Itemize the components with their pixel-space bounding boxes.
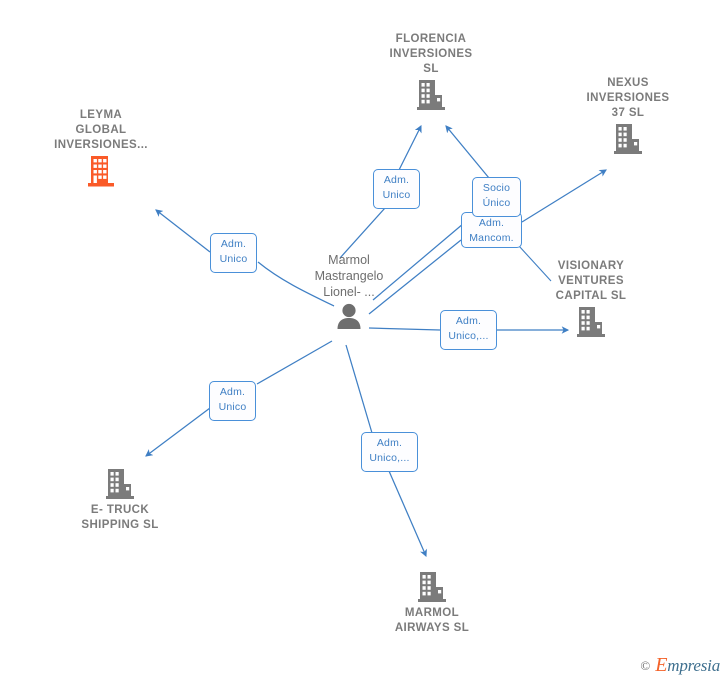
- node-label-nexus: NEXUS INVERSIONES 37 SL: [586, 77, 670, 119]
- empresia-logo-rest: mpresia: [667, 656, 720, 675]
- building-icon: [553, 123, 703, 155]
- edge-label-person-marmol-airways[interactable]: Adm. Unico,...: [361, 432, 418, 472]
- building-icon: [357, 571, 507, 603]
- edge-label-person-nexus-adm-mancom[interactable]: Adm. Mancom.: [461, 212, 522, 248]
- building-icon: [356, 79, 506, 111]
- edge-person-to-florencia-adm: [339, 124, 422, 259]
- edge-label-person-florencia-adm[interactable]: Adm. Unico: [373, 169, 420, 209]
- edge-label-person-florencia-socio[interactable]: Socio Único: [472, 177, 521, 217]
- node-label-florencia: FLORENCIA INVERSIONES SL: [389, 33, 473, 75]
- node-person-marmol-mastrangelo-lionel[interactable]: Marmol Mastrangelo Lionel- ...: [274, 252, 424, 330]
- node-e-truck-shipping[interactable]: E- TRUCK SHIPPING SL: [45, 466, 195, 533]
- edge-person-to-etruck: [145, 340, 333, 457]
- node-label-marmol-airways: MARMOL AIRWAYS SL: [394, 607, 470, 634]
- node-nexus-inversiones-37[interactable]: NEXUS INVERSIONES 37 SL: [553, 76, 703, 155]
- copyright-symbol: ©: [640, 657, 651, 673]
- node-visionary-ventures-capital[interactable]: VISIONARY VENTURES CAPITAL SL: [516, 259, 666, 338]
- building-icon: [26, 155, 176, 187]
- empresia-watermark: © Empresia: [640, 654, 720, 677]
- node-marmol-airways[interactable]: MARMOL AIRWAYS SL: [357, 569, 507, 636]
- edge-label-person-etruck[interactable]: Adm. Unico: [209, 381, 256, 421]
- edge-label-person-leyma[interactable]: Adm. Unico: [210, 233, 257, 273]
- node-leyma-global-inversiones[interactable]: LEYMA GLOBAL INVERSIONES...: [26, 108, 176, 187]
- node-label-person: Marmol Mastrangelo Lionel- ...: [314, 253, 384, 299]
- node-label-leyma: LEYMA GLOBAL INVERSIONES...: [54, 109, 148, 151]
- empresia-logo: Empresia: [655, 654, 720, 677]
- edge-person-to-leyma: [155, 209, 335, 307]
- edge-person-to-visionary: [368, 326, 570, 334]
- edge-label-person-visionary[interactable]: Adm. Unico,...: [440, 310, 497, 350]
- building-icon: [45, 468, 195, 500]
- empresia-logo-initial: E: [655, 654, 668, 676]
- node-label-visionary: VISIONARY VENTURES CAPITAL SL: [555, 260, 627, 302]
- edge-person-to-marmol-airways: [345, 344, 427, 558]
- building-icon: [516, 306, 666, 338]
- person-icon: [274, 302, 424, 330]
- edge-person-to-nexus: [368, 169, 607, 315]
- node-label-e-truck: E- TRUCK SHIPPING SL: [81, 504, 159, 531]
- node-florencia-inversiones[interactable]: FLORENCIA INVERSIONES SL: [356, 32, 506, 111]
- edge-person-to-florencia-socio: [372, 125, 490, 301]
- edge-nexus-label-to-visionary: [518, 245, 552, 282]
